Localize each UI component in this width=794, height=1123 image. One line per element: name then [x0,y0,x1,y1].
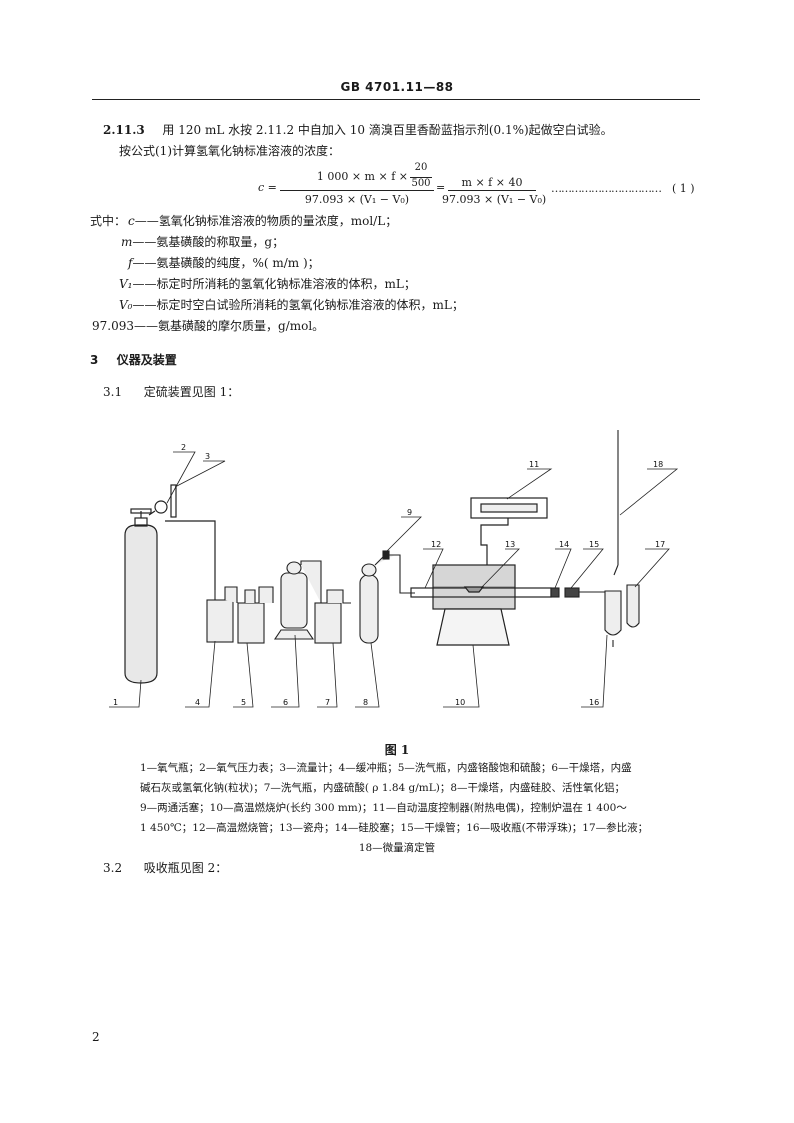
formula-bar-1 [280,190,434,191]
label-7: 7 [325,698,330,707]
wash-bottle-chromic [237,586,274,644]
definition-molar-mass: 97.093——氨基磺酸的摩尔质量，g/mol。 [92,319,325,333]
formula-num1-inner-num: 20 [414,162,428,173]
clause-2-11-3: 2.11.3 用 120 mL 水按 2.11.2 中自加入 10 滴溴百里香酚… [103,122,613,138]
page-number: 2 [92,1030,100,1044]
two-way-stopcock [382,550,415,594]
formula-bar-2 [448,190,536,191]
label-18: 18 [653,460,663,469]
drying-tube [564,587,611,598]
formula-leader-dots: …………………………… [551,182,662,195]
section-3-heading: 3 仪器及装置 [90,353,177,367]
formula-lhs: c = [258,181,277,194]
rubber-plug [550,587,560,598]
clause-3-1: 3.1 定硫装置见图 1： [103,385,240,399]
definition-c: c——氢氧化钠标准溶液的物质的量浓度，mol/L； [128,214,398,228]
label-13: 13 [505,540,515,549]
label-1: 1 [113,698,118,707]
legend-line: 9—两通活塞；10—高温燃烧炉(长约 300 mm)；11—自动温度控制器(附热… [140,802,627,814]
drying-tower-alkali [273,560,322,640]
standard-code: GB 4701.11—88 [340,80,454,94]
oxygen-cylinder [124,508,158,684]
definition-v1: V₁——标定时所消耗的氢氧化钠标准溶液的体积，mL； [119,277,416,291]
clause-text: 用 120 mL 水按 2.11.2 中自加入 10 滴溴百里香酚蓝指示剂(0.… [162,123,613,137]
micro-burette [613,430,619,576]
formula-inner-bar [410,177,432,178]
formula-number: ( 1 ) [672,182,695,195]
legend-line: 1 450℃；12—高温燃烧管；13—瓷舟；14—硅胶塞；15—干燥管；16—吸… [140,822,649,834]
clause-number: 2.11.3 [103,123,145,137]
legend-line: 碱石灰或氢氧化钠(粒状)；7—洗气瓶，内盛硫酸( ρ 1.84 g/mL)；8—… [140,782,625,794]
part-labels: 1 2 3 4 5 6 7 8 9 10 11 12 13 14 15 16 1… [113,443,665,707]
header-rule [92,99,700,100]
formula-den2: 97.093 × (V₁ − V₀) [442,193,547,206]
reference-solution [626,584,640,628]
leader-lines [109,451,679,708]
label-10: 10 [455,698,465,707]
label-9: 9 [407,508,412,517]
label-6: 6 [283,698,288,707]
label-2: 2 [181,443,186,452]
definition-f: f——氨基磺酸的纯度，%( m/m )； [128,256,320,270]
absorption-bottle [604,590,622,647]
figure-legend: 1—氧气瓶；2—氧气压力表；3—流量计；4—缓冲瓶；5—洗气瓶，内盛铬酸饱和硫酸… [140,758,654,858]
formula-num1-inner-den: 500 [411,178,431,189]
label-8: 8 [363,698,368,707]
label-16: 16 [589,698,599,707]
formula-num2: m × f × 40 [461,176,523,189]
label-4: 4 [195,698,200,707]
temperature-controller [470,497,548,565]
label-17: 17 [655,540,665,549]
pressure-gauge [148,500,168,516]
apparatus-diagram: 1 2 3 4 5 6 7 8 9 10 11 12 13 14 15 16 1… [109,430,679,708]
flowmeter [165,484,216,590]
label-14: 14 [559,540,569,549]
figure-caption: 图 1 [384,743,410,757]
buffer-bottle [206,586,238,643]
formula-num1-main: 1 000 × m × f × [316,170,408,183]
definition-m: m——氨基磺酸的称取量，g； [121,235,285,249]
clause-3-2: 3.2 吸收瓶见图 2： [103,861,228,875]
label-15: 15 [589,540,599,549]
formula-equals: = [436,181,446,194]
furnace [432,564,516,646]
label-5: 5 [241,698,246,707]
legend-line: 18—微量滴定管 [358,842,436,854]
drying-tower-silica [359,554,395,644]
definition-v0: V₀——标定时空白试验所消耗的氢氧化钠标准溶液的体积，mL； [119,298,464,312]
formula-intro: 按公式(1)计算氢氧化钠标准溶液的浓度： [119,144,340,158]
wash-bottle-sulfuric [314,589,351,644]
legend-line: 1—氧气瓶；2—氧气压力表；3—流量计；4—缓冲瓶；5—洗气瓶，内盛铬酸饱和硫酸… [140,762,632,774]
label-12: 12 [431,540,441,549]
where-label: 式中： [90,214,127,228]
label-11: 11 [529,460,539,469]
formula-den1: 97.093 × (V₁ − V₀) [304,193,410,206]
label-3: 3 [205,452,210,461]
